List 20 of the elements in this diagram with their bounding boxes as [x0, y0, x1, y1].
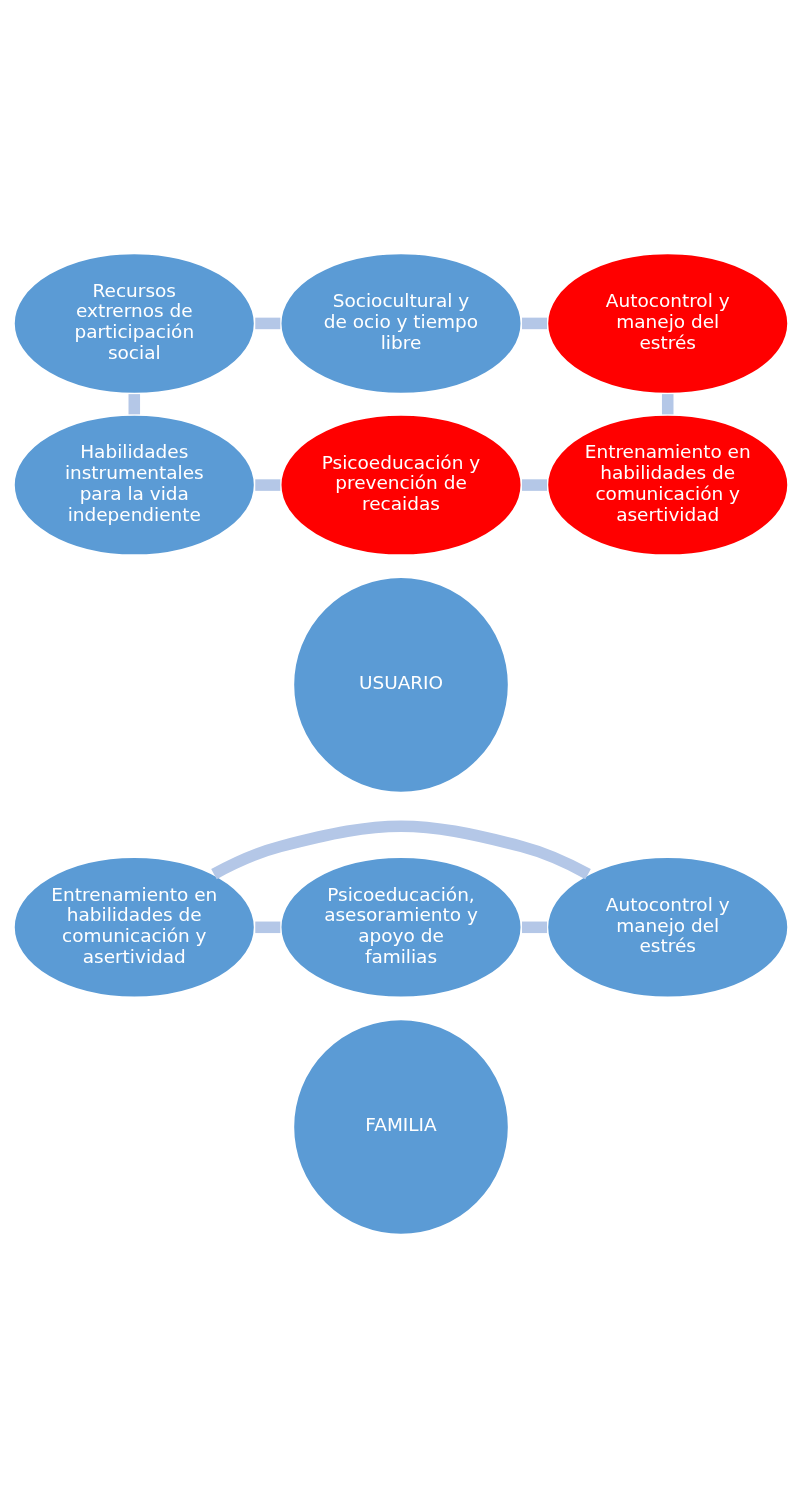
- node-ellipse: Entrenamiento en habilidades de comunicación y asertividad: [11, 855, 256, 999]
- node-ellipse: Recursos extrernos de participación social: [11, 251, 256, 395]
- node-ellipse: Sociocultural y de ocio y tiempo libre: [278, 251, 523, 395]
- connector: [521, 317, 547, 330]
- connector: [254, 317, 280, 330]
- connector: [661, 394, 673, 415]
- node-ellipse: Habilidades instrumentales para la vida independiente: [11, 413, 256, 557]
- node-ellipse: Psicoeducación, asesoramiento y apoyo de familias: [278, 855, 523, 999]
- node-ellipse: Psicoeducación y prevención de recaidas: [278, 413, 523, 557]
- node-circle: USUARIO: [291, 575, 510, 794]
- node-ellipse: Entrenamiento en habilidades de comunicación y asertividad: [545, 413, 790, 557]
- connector: [210, 820, 591, 880]
- node-ellipse: Autocontrol y manejo del estrés: [545, 251, 790, 395]
- connector: [521, 921, 547, 934]
- connector: [254, 479, 280, 491]
- connector: [128, 394, 140, 415]
- connector: [254, 921, 280, 934]
- node-ellipse: Autocontrol y manejo del estrés: [545, 855, 790, 999]
- node-circle: FAMILIA: [291, 1017, 510, 1237]
- connector: [521, 479, 547, 491]
